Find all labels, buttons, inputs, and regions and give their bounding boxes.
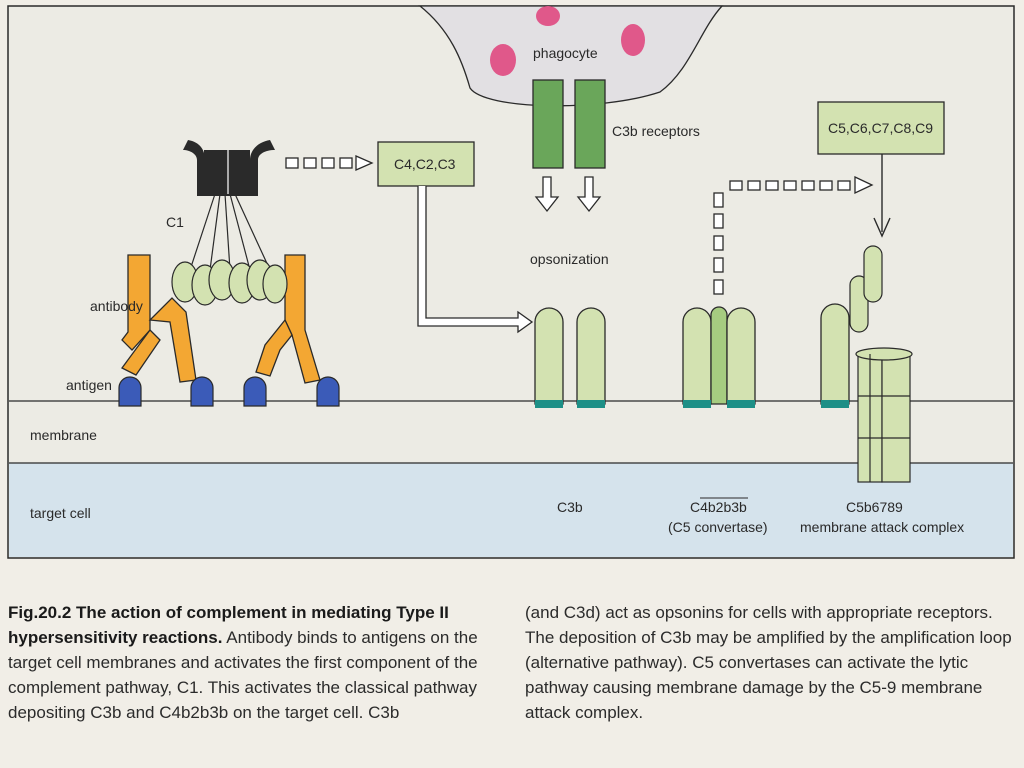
c4c2c3-label: C4,C2,C3 [394,156,456,172]
c1-to-c4c2c3-arrow [285,155,374,171]
convertase-to-mac-arrow [713,175,874,295]
c1q-heads [171,259,288,306]
antibody-right [255,254,321,384]
caption-right-text: (and C3d) act as opsonins for cells with… [525,603,1012,722]
antigen [316,376,340,407]
c4c2c3-to-c3b-arrow [417,186,534,334]
c3b-molecule [576,307,606,405]
c1-label: C1 [166,214,184,230]
c4b2b3b-label: C4b2b3b [690,499,747,515]
figure-title: The action of complement in mediating Ty… [8,603,449,647]
c7-molecule [863,245,883,303]
antibody-left [121,254,197,383]
membrane-anchor [535,400,563,408]
phagocyte-granule [490,44,516,76]
figure-number: Fig.20.2 [8,603,72,622]
antibody-label: antibody [90,298,143,314]
hollow-down-arrow [576,176,602,213]
c3b-molecule [534,307,564,405]
caption-left-text: Antibody binds to antigens on the target… [8,628,478,722]
c1-stalks [189,150,271,271]
membrane-anchor [683,400,711,408]
membrane-anchor [577,400,605,408]
antigen-label: antigen [66,377,112,393]
phagocyte-cell [418,5,724,107]
phagocyte-granule [536,6,560,26]
membrane-label: membrane [30,427,97,443]
figure-caption-right: (and C3d) act as opsonins for cells with… [525,600,1015,725]
c3b-receptor [574,79,606,169]
c5-c9-down-arrowhead [873,217,891,238]
c9-pore [855,347,913,483]
c1-head [204,150,250,194]
antigen [118,376,142,407]
target-cell-region [9,463,1013,557]
complement-diagram: phagocyte C3b receptors opsonization C1 … [7,5,1015,559]
membrane-anchor [821,400,849,408]
c3b-receptor [532,79,564,169]
c5-convertase-label: (C5 convertase) [668,519,768,535]
opsonization-label: opsonization [530,251,609,267]
c5-c9-box [817,101,945,155]
target-cell-label: target cell [30,505,91,521]
phagocyte-granule [621,24,645,56]
c5b-molecule [820,303,850,405]
c5b6789-label: C5b6789 [846,499,903,515]
hollow-down-arrow [534,176,560,213]
figure-caption-left: Fig.20.2 The action of complement in med… [8,600,488,725]
c1-complex [183,140,275,196]
convertase-molecule [682,307,712,405]
phagocyte-label: phagocyte [533,45,598,61]
convertase-molecule [710,306,728,405]
antigen [190,376,214,407]
membrane-anchor [727,400,755,408]
mac-label: membrane attack complex [800,519,964,535]
antigen [243,376,267,407]
c4c2c3-box [377,141,475,187]
c5-c9-label: C5,C6,C7,C8,C9 [828,120,933,136]
c3b-receptors-label: C3b receptors [612,123,700,139]
convertase-molecule [726,307,756,405]
c3b-label: C3b [557,499,583,515]
